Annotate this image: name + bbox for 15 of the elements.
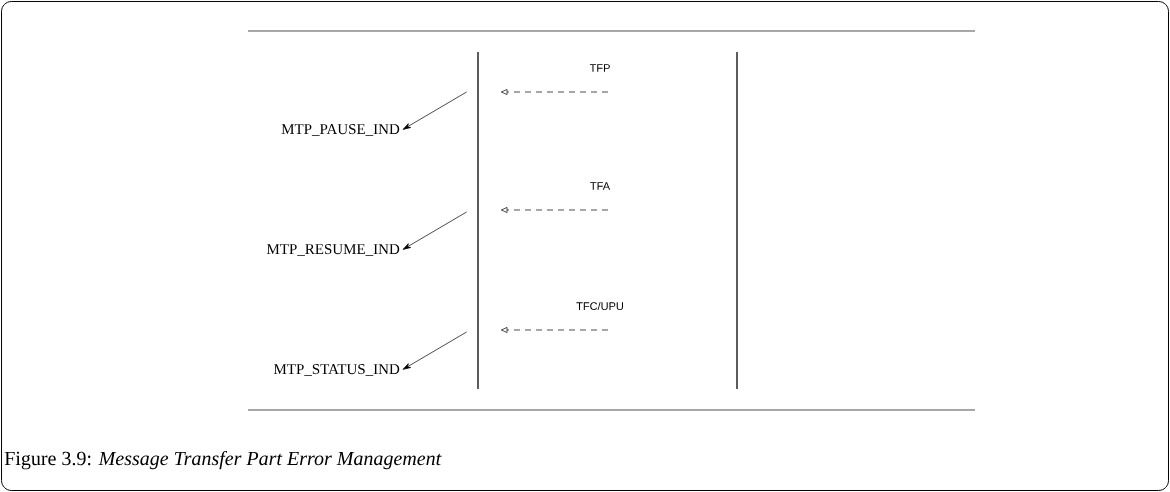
signal-label: MTP_RESUME_IND (266, 244, 400, 256)
arrow (500, 89, 609, 95)
message-label: TFC/UPU (575, 300, 625, 312)
caption: Figure 3.9: Message Transfer Part Error Management (4, 450, 442, 470)
arrow (500, 207, 609, 213)
lifeline (477, 51, 479, 390)
arrow (402, 331, 467, 370)
signal-label: MTP_PAUSE_IND (281, 124, 400, 136)
message-label: TFP (588, 63, 612, 73)
message-label: TFA (588, 181, 612, 191)
signal-label: MTP_STATUS_IND (273, 364, 400, 376)
lifeline (736, 51, 738, 390)
arrow (402, 211, 467, 250)
arrow (500, 327, 609, 333)
arrow (402, 91, 467, 130)
